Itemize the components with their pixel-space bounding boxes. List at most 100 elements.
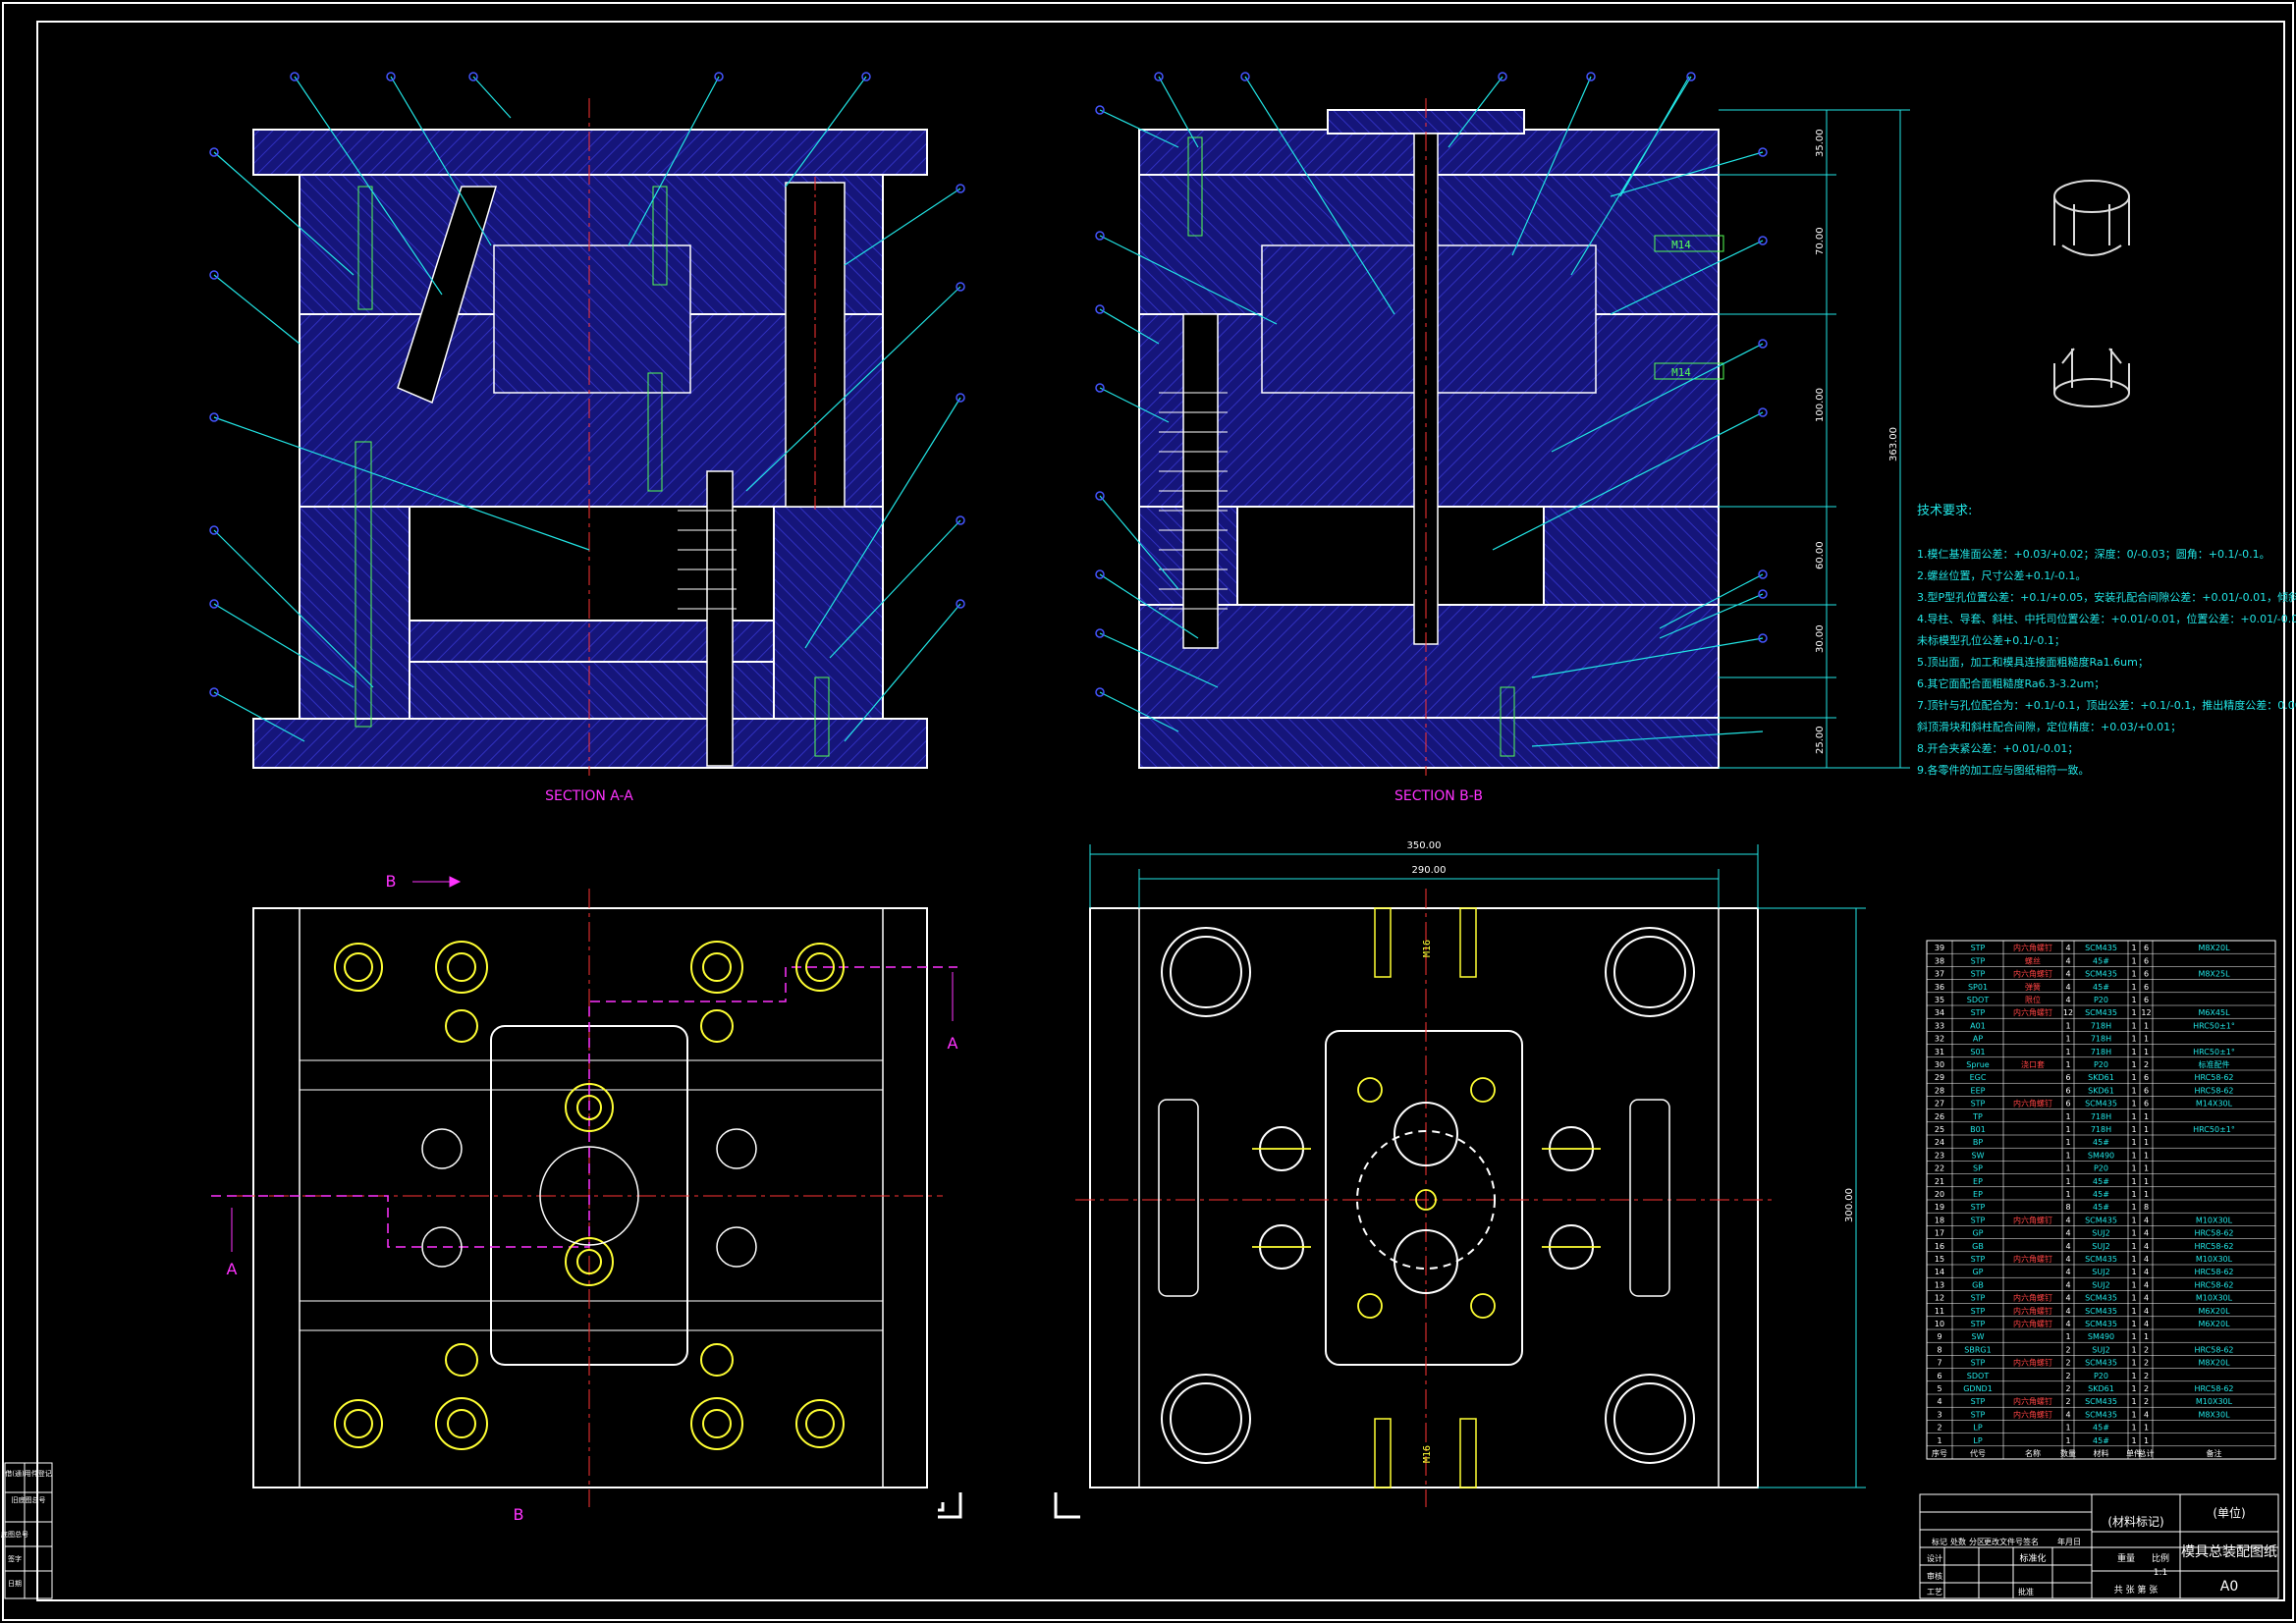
bom-cell: GB <box>1972 1242 1984 1251</box>
title-role-3: 批准 <box>2018 1587 2034 1596</box>
bom-cell: 718H <box>2091 1035 2111 1044</box>
bom-cell: 4 <box>2065 970 2070 979</box>
bolt-long <box>355 441 372 728</box>
bom-cell: 10 <box>1935 1320 1944 1328</box>
bom-cell: 1 <box>2131 970 2136 979</box>
bom-cell: 1 <box>2131 1216 2136 1224</box>
bom-cell: 6 <box>2065 1086 2070 1095</box>
plan-inner-plate <box>299 907 884 1488</box>
bom-cell: Sprue <box>1966 1060 1990 1069</box>
title-material-mark: (材料标记) <box>2107 1515 2163 1529</box>
bom-cell: SUJ2 <box>2092 1280 2109 1289</box>
bom-cell: STP <box>1971 1397 1986 1406</box>
bom-cell: STP <box>1971 970 1986 979</box>
bom-cell: 32 <box>1935 1035 1944 1044</box>
support-block-left <box>299 506 410 720</box>
bom-cell: 2 <box>2065 1397 2070 1406</box>
notes-title: 技术要求: <box>1917 504 1972 518</box>
bom-cell: 8 <box>2065 1203 2070 1212</box>
bom-cell: 1 <box>2144 1190 2149 1199</box>
bom-cell: 内六角螺钉 <box>2013 1409 2052 1419</box>
strip-label-0: 借(通)用件登记 <box>5 1469 51 1478</box>
bom-cell: 1 <box>2065 1177 2070 1186</box>
bom-cell: 4 <box>2065 1242 2070 1251</box>
title-size: A0 <box>2220 1579 2238 1595</box>
bom-cell: 30 <box>1935 1060 1944 1069</box>
bom-cell: 内六角螺钉 <box>2013 1007 2052 1017</box>
bom-cell: EP <box>1973 1190 1983 1199</box>
bom-cell: 26 <box>1935 1112 1944 1121</box>
bom-cell: 螺丝 <box>2025 955 2041 965</box>
bolt-label-m16-bottom: M16 <box>1422 1445 1433 1463</box>
bom-cell: 45# <box>2093 1203 2109 1212</box>
bom-header-cell: 材料 <box>2094 1448 2109 1458</box>
bom-cell: 14 <box>1935 1268 1944 1276</box>
bom-cell: 1 <box>2065 1436 2070 1445</box>
bom-cell: 6 <box>2144 983 2149 992</box>
bom-cell: 19 <box>1935 1203 1944 1212</box>
note-line-1: 1.模仁基准面公差：+0.03/+0.02；深度：0/-0.03；圆角：+0.1… <box>1917 547 2270 561</box>
strip-label-3: 签字 <box>8 1554 22 1563</box>
bom-cell: B01 <box>1970 1125 1986 1134</box>
bom-cell: 1 <box>2131 1086 2136 1095</box>
bom-cell: 浇口套 <box>2021 1059 2045 1069</box>
bom-cell: SCM435 <box>2085 1100 2117 1109</box>
note-line-10: 8.开合夹紧公差：+0.01/-0.01； <box>1917 741 2078 755</box>
bom-cell: TP <box>1972 1112 1983 1121</box>
bom-cell: 12 <box>2141 1008 2151 1017</box>
bom-cell: 2 <box>2144 1372 2149 1380</box>
bom-cell: 45# <box>2093 1138 2109 1147</box>
bom-cell: EP <box>1973 1177 1983 1186</box>
bom-header-cell: 总计 <box>2139 1448 2155 1458</box>
note-line-5: 未标模型孔位公差+0.1/-0.1； <box>1917 633 2065 647</box>
top-clamp-plate <box>252 129 928 176</box>
bom-cell: 1 <box>2144 1177 2149 1186</box>
bom-cell: HRC50±1° <box>2193 1048 2235 1056</box>
plan-b-side-slots <box>1158 1099 1670 1297</box>
bom-header-cell: 数量 <box>2060 1448 2076 1458</box>
bom-cell: LP <box>1973 1436 1982 1445</box>
bom-cell: HRC58-62 <box>2194 1086 2233 1095</box>
bom-cell: STP <box>1971 1307 1986 1316</box>
bom-cell: SM490 <box>2088 1151 2114 1160</box>
bom-cell: 内六角螺钉 <box>2013 1254 2052 1264</box>
note-line-6: 5.顶出面，加工和模具连接面粗糙度Ra1.6um； <box>1917 655 2149 669</box>
plan-cross-band-top <box>299 1059 884 1091</box>
bom-header-cell: 单件 <box>2126 1448 2142 1458</box>
bom-cell: 1 <box>2131 1138 2136 1147</box>
plan-cross-band-bottom <box>299 1300 884 1331</box>
bom-cell: 25 <box>1935 1125 1944 1134</box>
bom-cell: 4 <box>2065 983 2070 992</box>
bom-cell: STP <box>1971 1255 1986 1264</box>
title-drawing-name: 模具总装配图纸 <box>2181 1544 2277 1560</box>
bom-cell: STP <box>1971 1410 1986 1419</box>
bom-cell: 9 <box>1937 1332 1941 1341</box>
bom-cell: SBRG1 <box>1964 1345 1991 1354</box>
note-line-11: 9.各零件的加工应与图纸相符一致。 <box>1917 763 2090 777</box>
bom-cell: 29 <box>1935 1073 1944 1082</box>
plan-b-dimensions <box>1089 844 1866 1488</box>
bom-cell: 1 <box>2131 1035 2136 1044</box>
bom-cell: 4 <box>2144 1280 2149 1289</box>
technical-notes: 技术要求: 1.模仁基准面公差：+0.03/+0.02；深度：0/-0.03；圆… <box>1917 504 2296 777</box>
bom-cell: HRC50±1° <box>2193 1021 2235 1030</box>
bom-cell: GDND1 <box>1963 1384 1993 1393</box>
bom-cell: 1 <box>2065 1125 2070 1134</box>
bom-cell: 4 <box>2065 1255 2070 1264</box>
bolt-label-m16-top: M16 <box>1422 940 1433 957</box>
bom-cell: 718H <box>2091 1048 2111 1056</box>
bom-cell: 6 <box>2144 1086 2149 1095</box>
bom-cell: 1 <box>2131 1280 2136 1289</box>
bom-cell: SP <box>1973 1164 1983 1173</box>
bom-cell: 1 <box>2065 1060 2070 1069</box>
bom-cell: M10X30L <box>2196 1294 2233 1303</box>
bom-cell: 1 <box>2065 1151 2070 1160</box>
holes-plan-white <box>421 1128 757 1268</box>
leader-lines-aa <box>213 76 961 742</box>
bom-cell: 1 <box>2144 1436 2149 1445</box>
bom-cell: 45# <box>2093 1177 2109 1186</box>
marker-a-left: A <box>227 1260 238 1278</box>
dim-plan-height: 300.00 <box>1844 1188 1855 1222</box>
bom-cell: 3 <box>1937 1410 1941 1419</box>
